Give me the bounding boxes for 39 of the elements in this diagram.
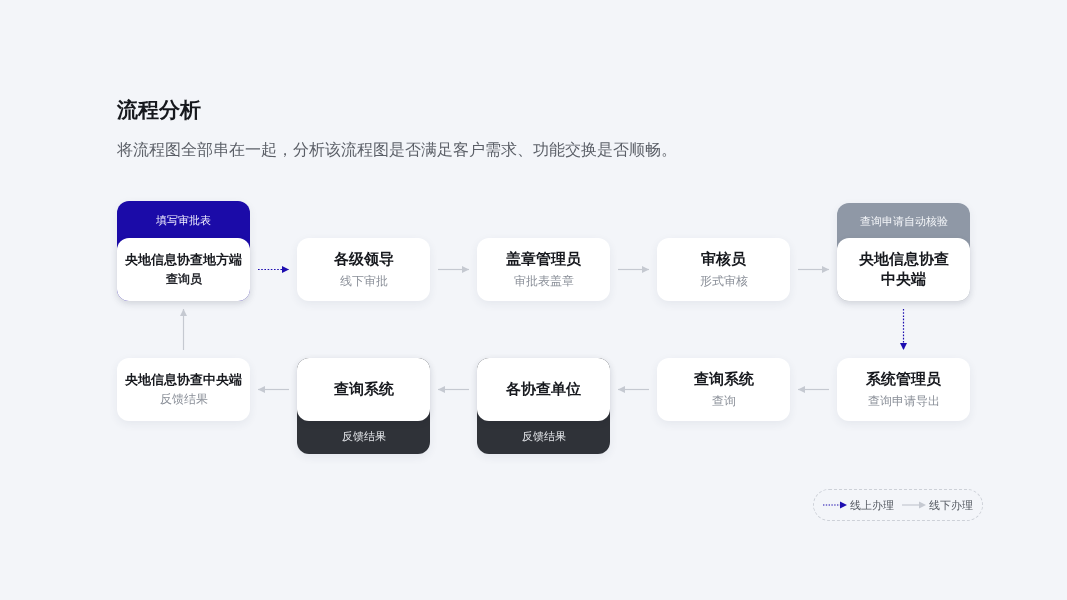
- node-subtitle: 查询: [711, 392, 736, 409]
- arrow: [257, 386, 290, 393]
- node-title: 各协查单位: [506, 379, 581, 400]
- node-subtitle: 查询员: [165, 271, 202, 287]
- arrow: [437, 266, 470, 273]
- tabbed-card: [117, 201, 250, 301]
- node-title: 查询系统: [333, 379, 394, 400]
- dotted-arrow: [257, 266, 290, 273]
- legend-text: 线下办理: [929, 497, 973, 513]
- node-title: 央地信息协查地方端: [125, 252, 242, 268]
- tab-label: 查询申请自动核验: [858, 214, 949, 229]
- node-title: 系统管理员: [866, 370, 941, 390]
- arrow: [797, 266, 830, 273]
- dotted-arrow: [900, 308, 907, 351]
- node-subtitle: 形式审核: [699, 272, 748, 289]
- node-subtitle: 审批表盖章: [513, 272, 574, 289]
- tab-label: 反馈结果: [340, 429, 387, 444]
- tabbed-card: [297, 358, 430, 454]
- arrow: [617, 386, 650, 393]
- tabbed-card: [477, 358, 610, 454]
- page-title: 流程分析: [117, 97, 201, 124]
- node-title: 各级领导: [333, 250, 394, 270]
- tab-label: 反馈结果: [520, 429, 567, 444]
- node-title: 查询系统: [693, 370, 754, 390]
- node-title: 央地信息协查中央端: [125, 372, 242, 388]
- node-title: 盖章管理员: [506, 250, 581, 270]
- arrow: [180, 308, 187, 351]
- node-title: 审核员: [701, 250, 746, 270]
- node-title: 央地信息协查中央端: [857, 250, 950, 289]
- node-subtitle: 查询申请导出: [867, 392, 940, 409]
- legend-text: 线上办理: [850, 497, 894, 513]
- subtitle-text: 将流程图全部串在一起，分析该流程图是否满足客户需求、功能交换是否顺畅。: [117, 139, 677, 161]
- arrow: [617, 266, 650, 273]
- arrow: [797, 386, 830, 393]
- node-subtitle: 反馈结果: [159, 391, 208, 407]
- node-subtitle: 线下审批: [339, 272, 388, 289]
- arrow: [437, 386, 470, 393]
- tab-label: 填写审批表: [155, 213, 212, 228]
- tabbed-card: [837, 203, 970, 301]
